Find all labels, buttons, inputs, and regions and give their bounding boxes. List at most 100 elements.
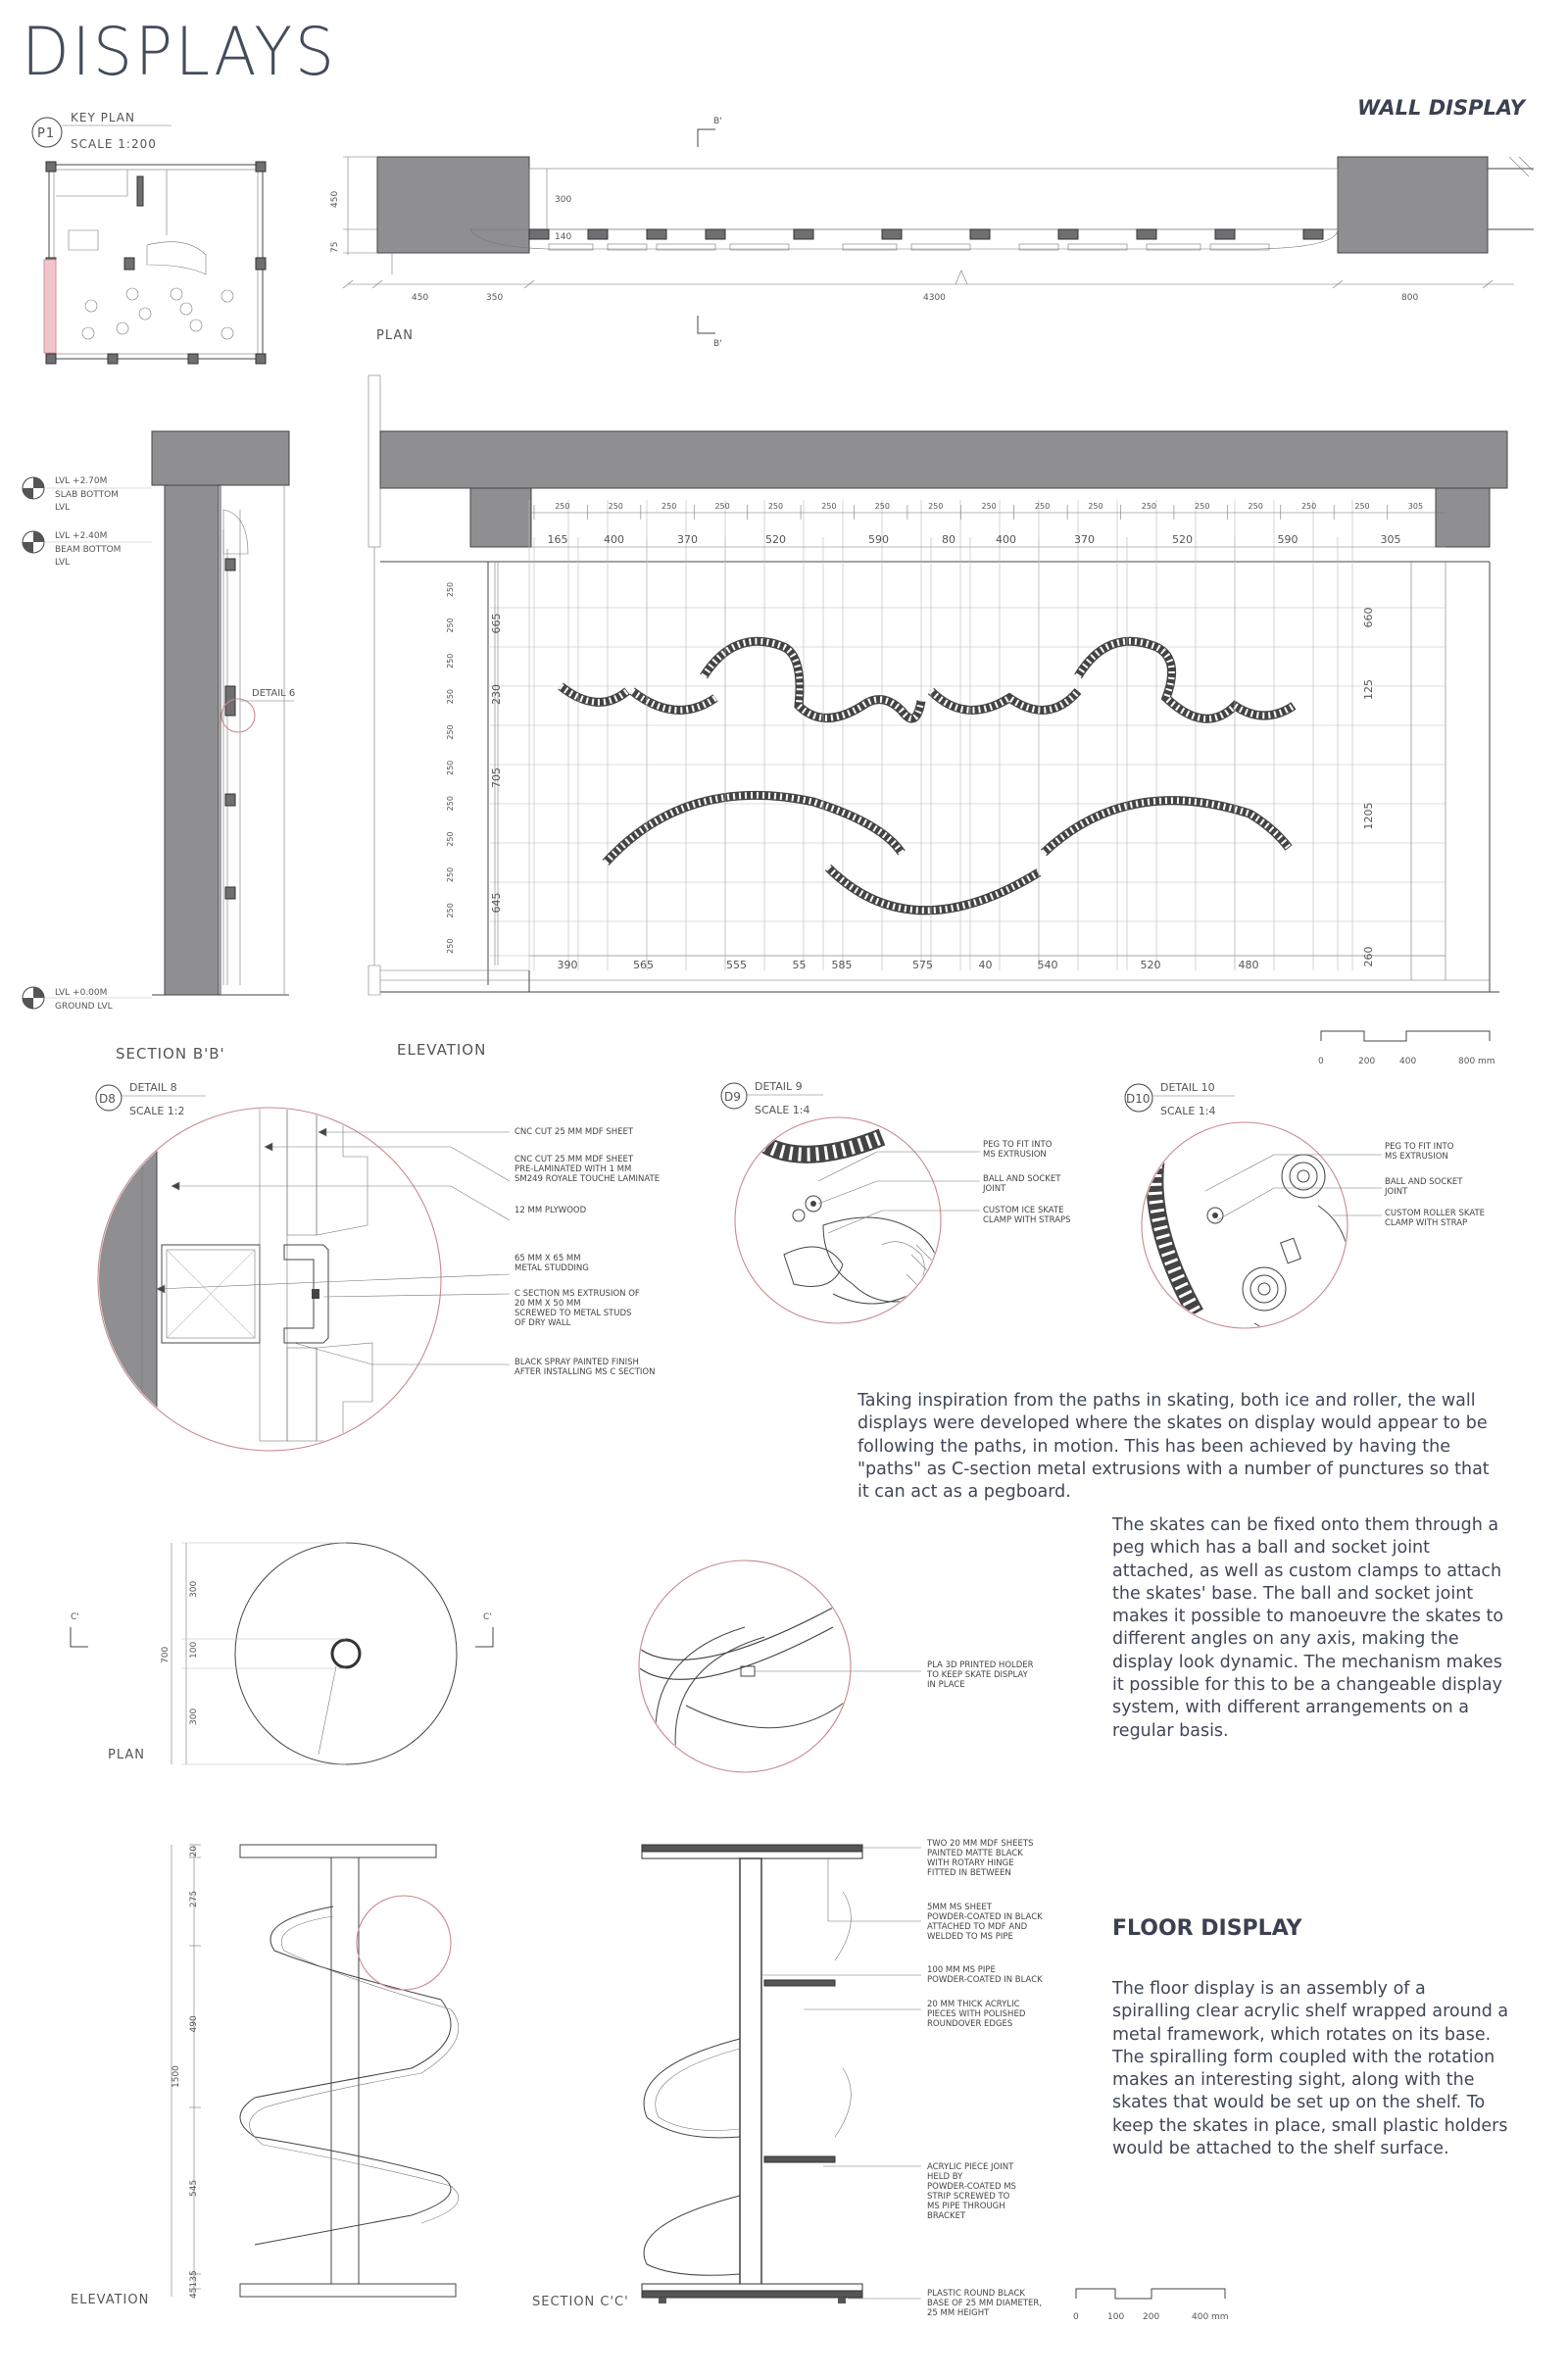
scale-floor-100: 100 [1107, 2312, 1124, 2322]
floor-elevation-dim: 135 [189, 2270, 199, 2287]
key-plan-outline [48, 164, 264, 360]
plan-wall-hatch [528, 168, 1339, 230]
plan-dim-450: 450 [412, 293, 428, 303]
key-plan: P1 KEY PLAN SCALE 1:200 [31, 111, 267, 365]
elevation-left-small-dim: 250 [446, 689, 455, 704]
elevation-top-small-dim: 305 [1408, 502, 1423, 511]
plan-extrusions [528, 228, 1324, 251]
floor-elevation-dim: 45 [189, 2288, 199, 2299]
level-2-line1: LVL +2.40M [55, 531, 107, 541]
elevation-top-small-dim: 250 [609, 502, 623, 511]
detail-9-scale: SCALE 1:4 [755, 1104, 809, 1116]
elevation-top-small-dim: 250 [1035, 502, 1050, 511]
floor-section-label: SECTION C'C' [532, 2295, 629, 2309]
level-1-line3: LVL [55, 503, 70, 513]
elevation-top-small-dim: 250 [875, 502, 890, 511]
detail-9-circle [734, 1116, 942, 1324]
elevation-left-dim: 645 [490, 893, 503, 914]
floor-section-pipe [739, 1857, 762, 2291]
plan-label: PLAN [376, 328, 414, 343]
detail-8-note-1: CNC CUT 25 MM MDF SHEET [514, 1127, 634, 1137]
elevation-label: ELEVATION [397, 1041, 486, 1059]
section-slab [151, 430, 290, 486]
elevation-top-dim: 590 [1278, 533, 1298, 546]
detail-8-note-3: 12 MM PLYWOOD [514, 1206, 587, 1215]
elevation-left-small-dim: 250 [446, 867, 455, 882]
floor-plan-pipe [330, 1638, 362, 1669]
elevation-top-dim: 400 [996, 533, 1016, 546]
elevation-bottom-dim: 480 [1239, 959, 1259, 971]
elevation-left-small-dim: 250 [446, 831, 455, 846]
detail-10-circle [1141, 1121, 1348, 1329]
plan-dim-300: 300 [555, 195, 571, 205]
scale-floor-200: 200 [1143, 2312, 1159, 2322]
detail-9-tag: D9 [724, 1090, 741, 1104]
detail-8-title: DETAIL 8 [129, 1081, 177, 1094]
key-plan-tag: P1 [37, 126, 55, 141]
elevation-right-dim: 125 [1362, 679, 1375, 700]
key-plan-highlight [43, 259, 57, 354]
floor-elevation-dim: 490 [189, 2015, 199, 2032]
elevation-bottom-dim: 585 [832, 959, 853, 971]
detail-10-scale: SCALE 1:4 [1160, 1105, 1215, 1117]
key-plan-scale: SCALE 1:200 [71, 137, 157, 151]
elevation-top-small-dim: 250 [714, 502, 729, 511]
elevation-bottom-dim: 55 [793, 959, 807, 971]
floor-elevation-dim: 275 [189, 1891, 199, 1907]
elevation-top-dim: 370 [677, 533, 698, 546]
scale-wall-800: 800 mm [1458, 1057, 1495, 1066]
section-bb-label: SECTION B'B' [116, 1045, 225, 1063]
plan-dim-v-75: 75 [330, 242, 340, 253]
wall-display-heading: WALL DISPLAY [1357, 96, 1525, 120]
detail-8-tag: D8 [99, 1092, 116, 1106]
section-detail-callout: DETAIL 6 [252, 688, 295, 699]
floor-elev-overall: 1500 [172, 2065, 181, 2088]
elevation-top-small-dim: 250 [768, 502, 783, 511]
elevation-paths [558, 636, 1297, 916]
floor-plan-dim-3: 300 [189, 1708, 199, 1725]
level-2-line2: BEAM BOTTOM [55, 545, 121, 555]
elevation-top-dim: 165 [548, 533, 568, 546]
elevation-top-small-dim: 250 [982, 502, 997, 511]
elevation-top-dim: 520 [765, 533, 786, 546]
elevation-left-small-dim: 250 [446, 903, 455, 917]
elevation-bottom-dim: 390 [558, 959, 578, 971]
floor-plan-disc [234, 1542, 458, 1765]
elevation-top-dim: 370 [1074, 533, 1095, 546]
elevation-top-small-dim: 250 [1088, 502, 1102, 511]
floor-plan-tag-left: C' [71, 1612, 79, 1622]
section-wall [164, 484, 220, 996]
floor-elevation-label: ELEVATION [71, 2293, 149, 2307]
level-markers: LVL +2.70M SLAB BOTTOM LVL LVL +2.40M BE… [22, 476, 152, 1012]
level-2-line3: LVL [55, 558, 70, 568]
elevation-bottom-dim: 40 [979, 959, 993, 971]
elevation-top-small-dim: 250 [928, 502, 943, 511]
floor-display-heading: FLOOR DISPLAY [1112, 1916, 1302, 1941]
detail-8-leaders [156, 1127, 511, 1365]
detail-10-tag: D10 [1126, 1092, 1151, 1106]
elevation-top-dim: 305 [1381, 533, 1401, 546]
elevation-bottom-dim: 520 [1141, 959, 1161, 971]
elevation-left-small-dim: 250 [446, 618, 455, 632]
elevation-top-small-dim: 250 [1301, 502, 1316, 511]
detail-8: D8 DETAIL 8 SCALE 1:2 [95, 1081, 660, 1452]
section-detail-6-circle [220, 698, 256, 733]
wall-elevation: 250 250 250 250 250 250 250 250 250 250 250 250 250 2… [368, 374, 1508, 1059]
elevation-top-small-dim: 250 [662, 502, 676, 511]
level-3-line2: GROUND LVL [55, 1002, 113, 1012]
detail-8-scale: SCALE 1:2 [129, 1105, 184, 1117]
elevation-top-small-dim: 250 [555, 502, 569, 511]
